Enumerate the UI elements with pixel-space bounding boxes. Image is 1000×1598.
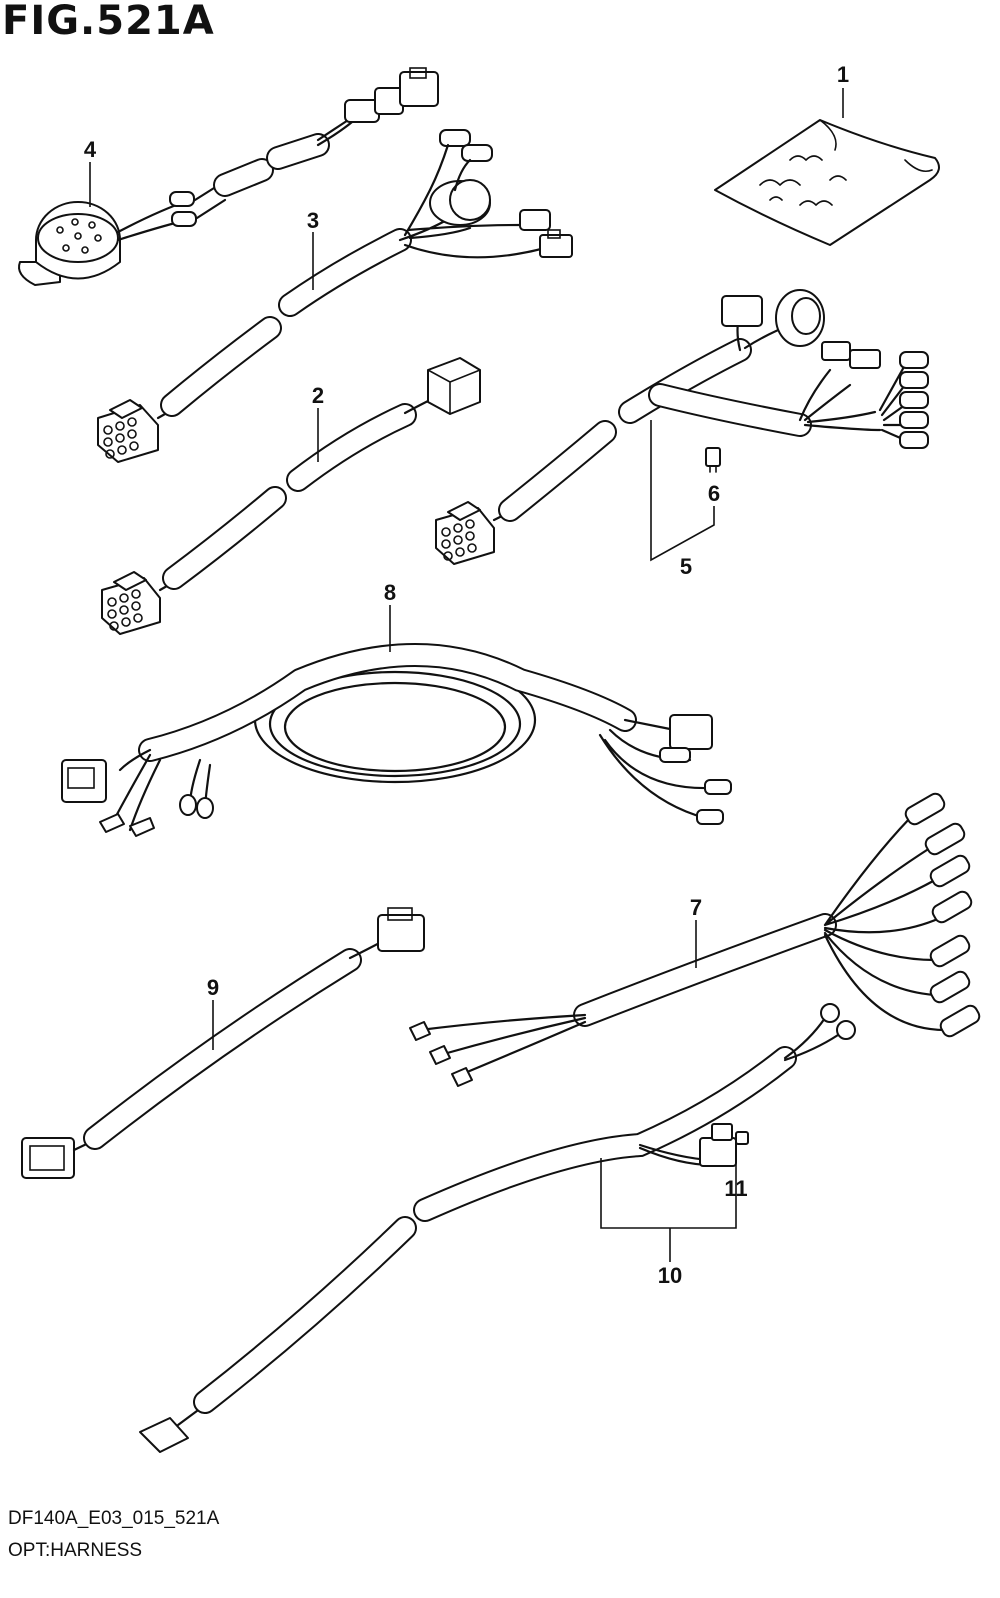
part-6-fuse[interactable] [705,447,721,473]
callout-1: 1 [837,62,849,87]
callout-8: 8 [384,580,396,605]
callout-4: 4 [84,137,97,162]
figure-code: DF140A_E03_015_521A [8,1508,220,1529]
callout-3: 3 [307,208,319,233]
part-11-fuse[interactable] [699,1123,749,1167]
callout-2: 2 [312,383,324,408]
part-9-harness[interactable] [21,907,425,1179]
callout-11: 11 [724,1176,747,1201]
part-8-harness[interactable] [61,643,732,837]
callout-7: 7 [690,895,702,920]
callout-9: 9 [207,975,219,1000]
part-3-harness[interactable] [97,129,573,463]
part-7-harness[interactable] [409,791,982,1087]
part-5-harness[interactable] [435,289,929,565]
part-4-buzzer-harness[interactable] [18,67,439,286]
callout-10: 10 [658,1263,682,1288]
part-1-bag[interactable] [714,119,940,246]
callout-6: 6 [708,481,720,506]
callout-5: 5 [680,554,692,579]
figure-title: FIG.521A [2,0,215,44]
part-10-harness[interactable] [139,1003,856,1453]
part-2-harness[interactable] [101,357,481,635]
figure-subtitle: OPT:HARNESS [8,1540,143,1561]
